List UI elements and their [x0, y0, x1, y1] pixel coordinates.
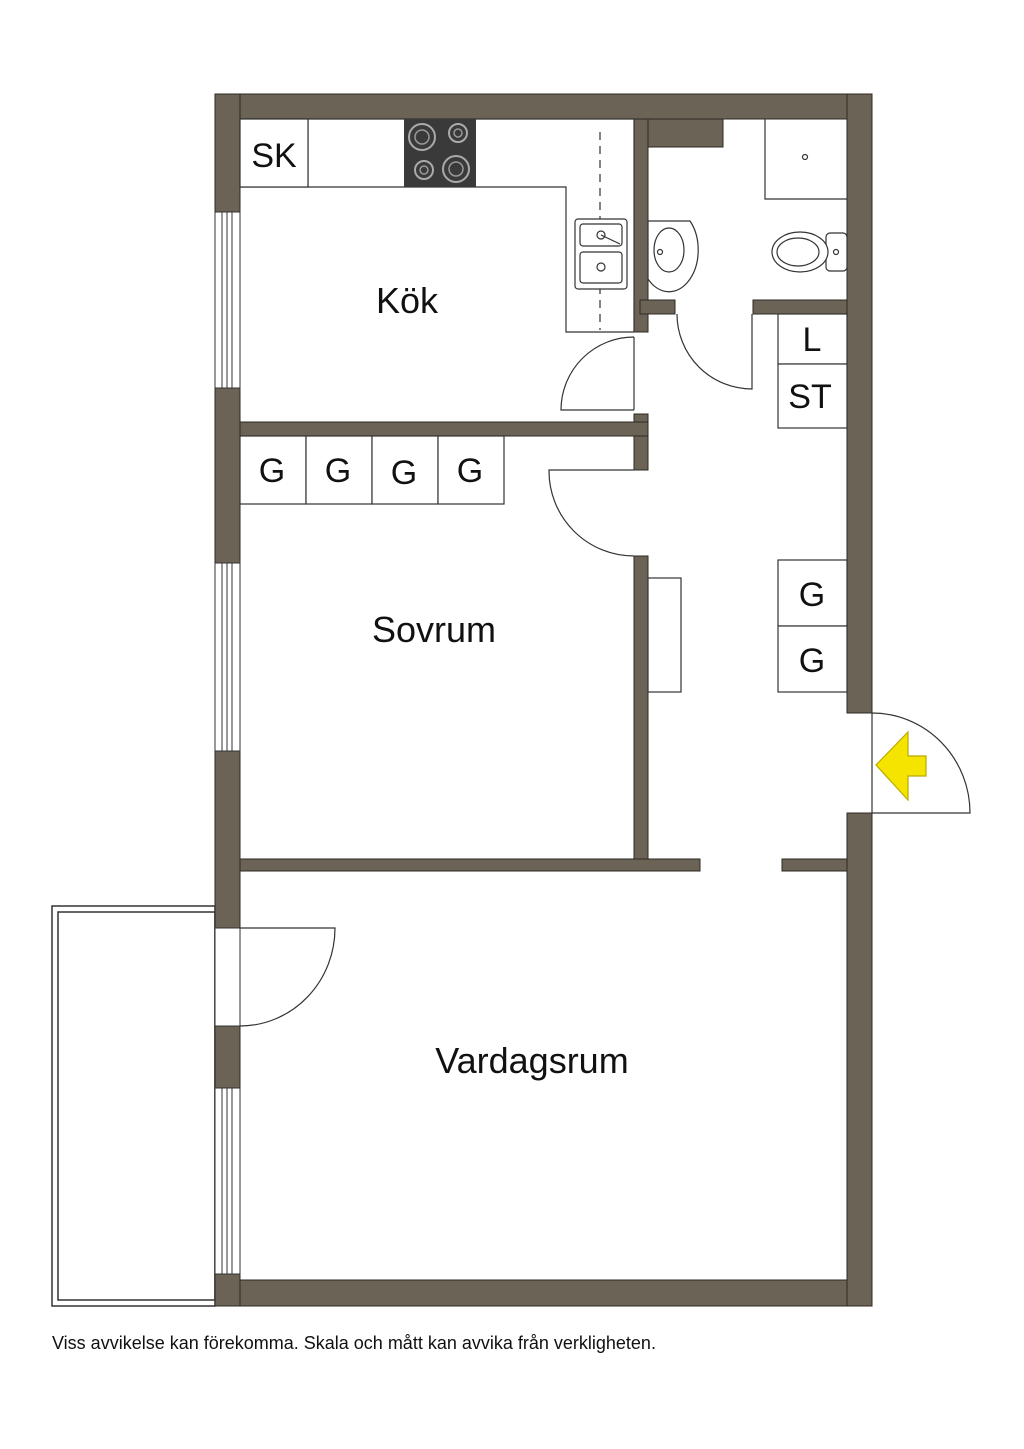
- cabinet-l: [777, 313, 848, 365]
- st-label: ST: [788, 378, 831, 416]
- g-label: G: [457, 452, 483, 490]
- windows: [214, 211, 241, 1275]
- g-label: G: [799, 642, 825, 680]
- wardrobe-4: [437, 435, 505, 505]
- toilet-icon: [771, 231, 848, 273]
- g-label: G: [259, 452, 285, 490]
- wardrobe-1: [239, 435, 307, 505]
- hall-shelf: [647, 577, 682, 693]
- doors: [239, 313, 971, 1027]
- g-label: G: [391, 454, 417, 492]
- g-label: G: [799, 576, 825, 614]
- cabinet-sk: [239, 118, 309, 188]
- disclaimer-text: Viss avvikelse kan förekomma. Skala och …: [52, 1333, 656, 1353]
- hall-wardrobe-2: [777, 625, 848, 693]
- wardrobe-2: [305, 435, 373, 505]
- washbasin-icon: [647, 220, 699, 293]
- shower-icon: [764, 119, 847, 200]
- l-label: L: [803, 321, 822, 359]
- stove-icon: [404, 119, 476, 187]
- walls: [214, 93, 873, 1307]
- room-labels: Kök Sovrum Vardagsrum: [372, 280, 629, 1081]
- cabinet-st: [777, 363, 848, 429]
- hall-wardrobe-1: [777, 559, 848, 627]
- room-label-kitchen: Kök: [376, 280, 439, 321]
- cabinets: [239, 118, 848, 693]
- kitchen-sink-icon: [574, 218, 628, 290]
- room-label-bedroom: Sovrum: [372, 609, 496, 650]
- g-label: G: [325, 452, 351, 490]
- entrance-arrow-icon: [875, 730, 927, 802]
- balcony: [51, 905, 216, 1307]
- fixture-labels: SK L ST G G G G G G: [251, 137, 831, 680]
- room-label-living: Vardagsrum: [435, 1040, 628, 1081]
- sk-label: SK: [251, 137, 297, 175]
